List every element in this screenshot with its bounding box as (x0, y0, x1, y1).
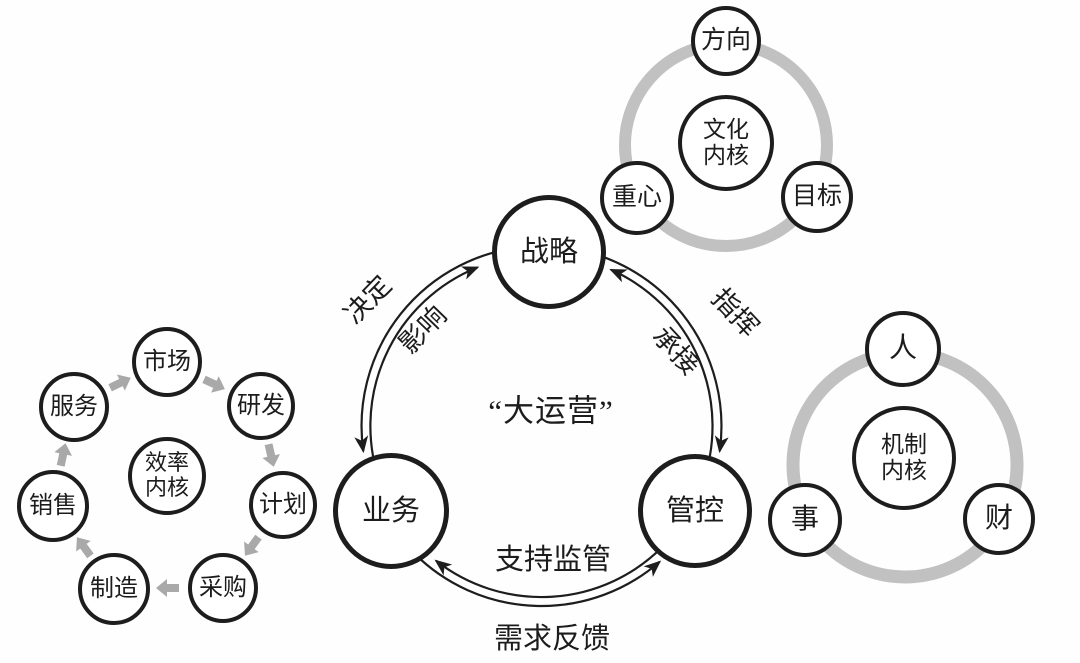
node-rd-label: 研发 (237, 392, 285, 419)
node-manufacturing-label: 制造 (90, 575, 138, 602)
node-procurement: 采购 (188, 553, 258, 623)
node-focus-label: 重心 (611, 184, 662, 211)
flow-arrow-market-rd (202, 375, 225, 393)
node-plan-label: 计划 (259, 491, 307, 518)
node-control: 管控 (638, 454, 752, 568)
arc-decide (354, 245, 526, 454)
node-culture-core-label: 文化 内核 (703, 117, 749, 168)
node-procurement-label: 采购 (199, 574, 247, 601)
node-mechanism-core: 机制 内核 (852, 406, 956, 510)
node-manufacturing: 制造 (78, 553, 150, 625)
flow-arrow-manufacturing-sales (76, 537, 94, 559)
flow-arrow-rd-plan (262, 443, 280, 467)
node-goal: 目标 (781, 161, 853, 233)
flow-arrow-service-market (108, 374, 131, 392)
node-finance-label: 财 (984, 503, 1013, 535)
arc-support-supervise (434, 546, 664, 599)
node-market-label: 市场 (143, 348, 191, 375)
node-matters-label: 事 (790, 504, 819, 536)
node-sales: 销售 (17, 470, 89, 542)
node-business: 业务 (333, 453, 449, 569)
node-plan: 计划 (249, 471, 317, 539)
edge-label-demand-feedback: 需求反馈 (493, 623, 611, 655)
node-direction-label: 方向 (700, 27, 751, 54)
node-people: 人 (865, 311, 941, 387)
node-strategy: 战略 (492, 195, 606, 309)
node-strategy-label: 战略 (519, 235, 578, 268)
node-efficiency-core: 效率 内核 (128, 437, 206, 515)
value-chain-flow-arrows (54, 374, 280, 597)
node-focus: 重心 (600, 161, 674, 235)
arc-undertake (609, 268, 714, 485)
flow-arrow-procurement-manufacturing (156, 579, 179, 597)
edge-label-support-supervise: 支持监管 (494, 544, 612, 576)
node-goal-label: 目标 (791, 183, 842, 210)
node-control-label: 管控 (665, 494, 724, 527)
node-rd: 研发 (227, 372, 295, 440)
flow-arrow-plan-procurement (244, 534, 262, 556)
node-market: 市场 (132, 327, 202, 397)
arc-demand-feedback (413, 552, 662, 608)
node-sales-label: 销售 (29, 492, 77, 519)
node-people-label: 人 (888, 333, 917, 365)
node-service-label: 服务 (50, 393, 98, 420)
main-cycle-arcs (354, 245, 729, 608)
node-efficiency-core-label: 效率 内核 (144, 450, 189, 500)
arc-influence (369, 266, 480, 486)
node-matters: 事 (768, 483, 842, 557)
node-direction: 方向 (691, 6, 761, 76)
node-finance: 财 (963, 483, 1035, 555)
node-culture-core: 文化 内核 (678, 95, 774, 191)
node-service: 服务 (39, 372, 109, 442)
flow-arrow-sales-service (54, 443, 73, 467)
center-title: “大运营” (488, 393, 614, 429)
node-business-label: 业务 (361, 494, 420, 527)
node-mechanism-core-label: 机制 内核 (881, 432, 927, 483)
